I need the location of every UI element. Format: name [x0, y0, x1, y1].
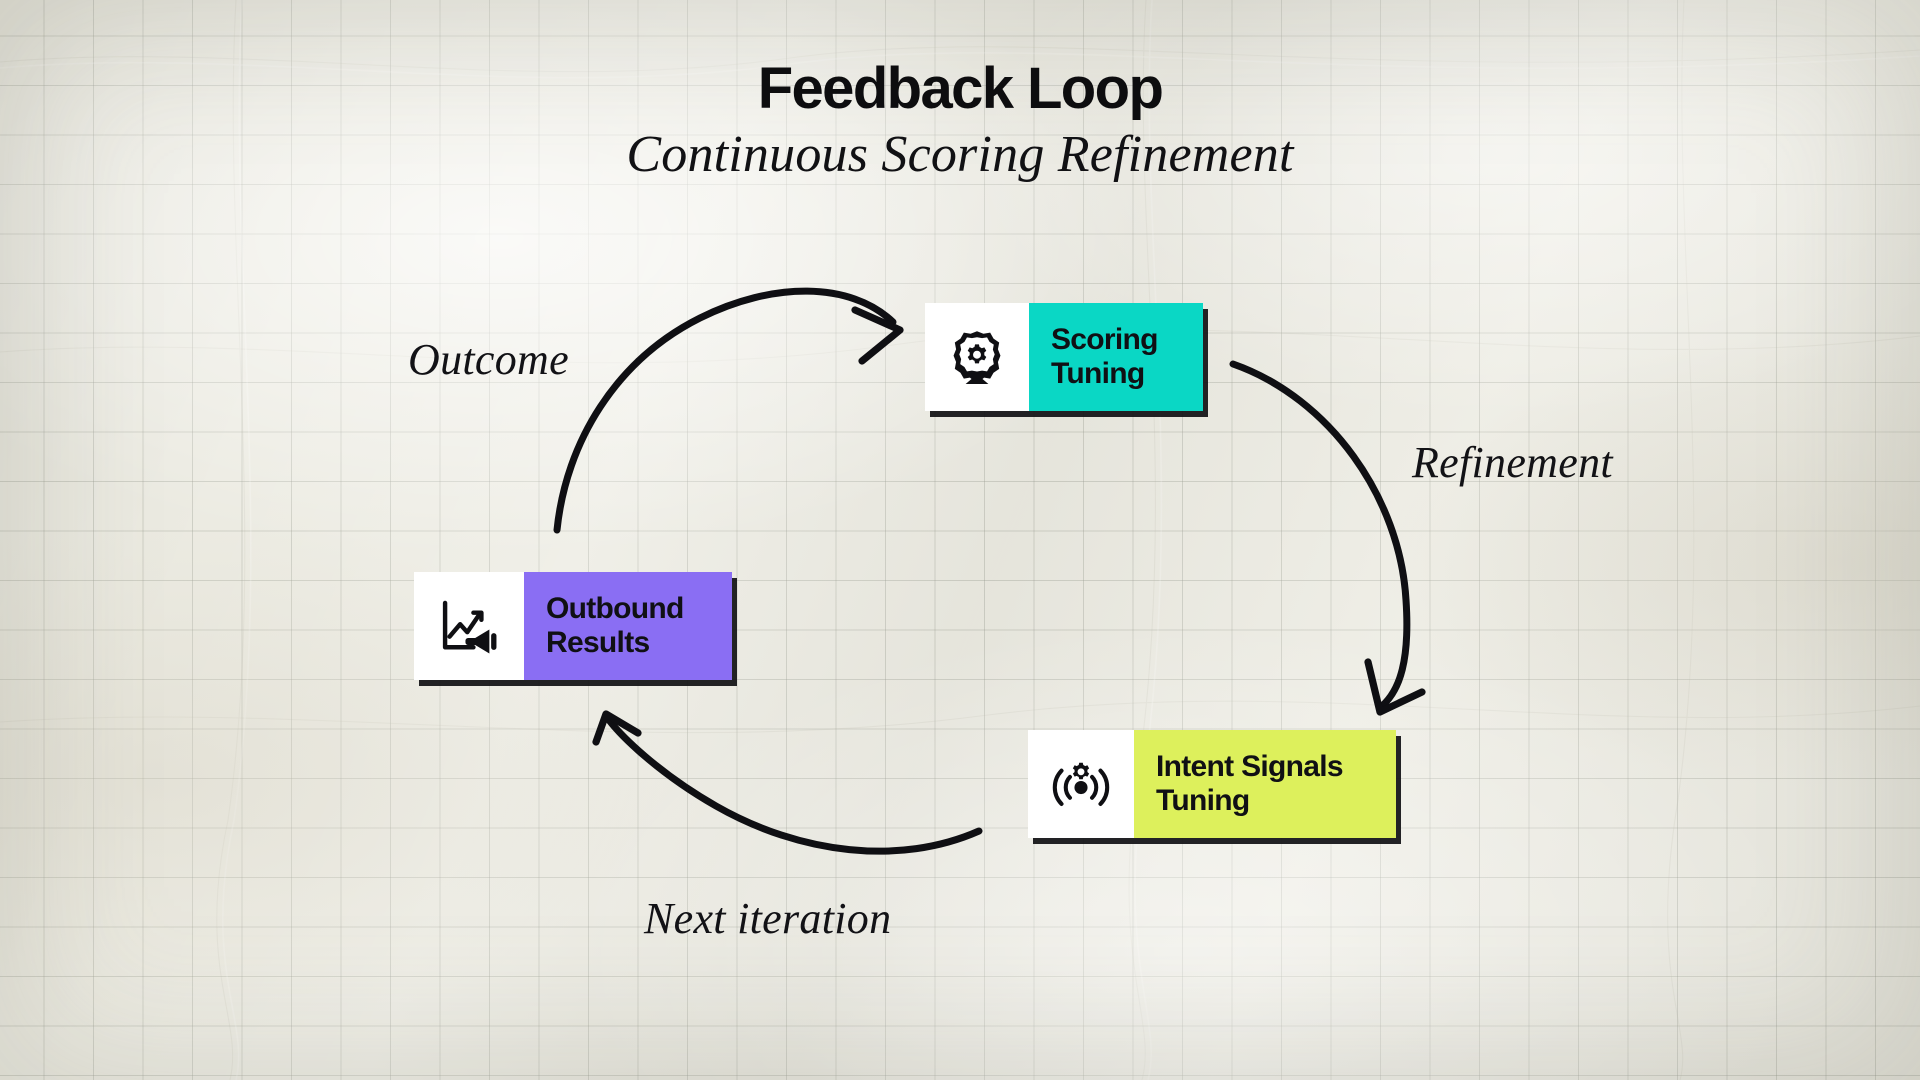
arrow-next-iteration — [592, 710, 983, 855]
node-intent-signals-tuning-label-line2: Tuning — [1156, 784, 1250, 817]
node-scoring-tuning-label-line1: Scoring — [1051, 323, 1158, 357]
page-subtitle: Continuous Scoring Refinement — [626, 125, 1294, 183]
node-scoring-tuning-label-line2: Tuning — [1051, 357, 1145, 390]
edge-label-refinement: Refinement — [1412, 438, 1613, 487]
node-outbound-results[interactable]: Outbound Results — [414, 572, 732, 680]
edge-label-outcome: Outcome — [408, 335, 569, 384]
badge-gear-icon — [953, 331, 1001, 384]
node-scoring-tuning-icon-panel — [925, 303, 1029, 411]
node-intent-signals-tuning-label: Intent Signals Tuning — [1134, 730, 1396, 838]
title-block: Feedback Loop Continuous Scoring Refinem… — [0, 56, 1920, 183]
signal-gear-icon — [1052, 762, 1110, 806]
arrow-refinement — [1229, 360, 1426, 716]
node-intent-signals-tuning-icon-panel — [1028, 730, 1134, 838]
node-outbound-results-icon-panel — [414, 572, 524, 680]
node-scoring-tuning[interactable]: Scoring Tuning — [925, 303, 1203, 411]
node-intent-signals-tuning-label-line1: Intent Signals — [1156, 750, 1344, 784]
node-outbound-results-label-line1: Outbound — [546, 592, 684, 626]
edge-label-next-iteration: Next iteration — [644, 894, 892, 943]
node-scoring-tuning-label: Scoring Tuning — [1029, 303, 1203, 411]
arrow-outcome — [553, 287, 904, 534]
node-outbound-results-label: Outbound Results — [524, 572, 732, 680]
node-intent-signals-tuning[interactable]: Intent Signals Tuning — [1028, 730, 1396, 838]
page-title: Feedback Loop — [757, 56, 1164, 121]
chart-megaphone-icon — [442, 600, 497, 654]
node-outbound-results-label-line2: Results — [546, 626, 650, 659]
